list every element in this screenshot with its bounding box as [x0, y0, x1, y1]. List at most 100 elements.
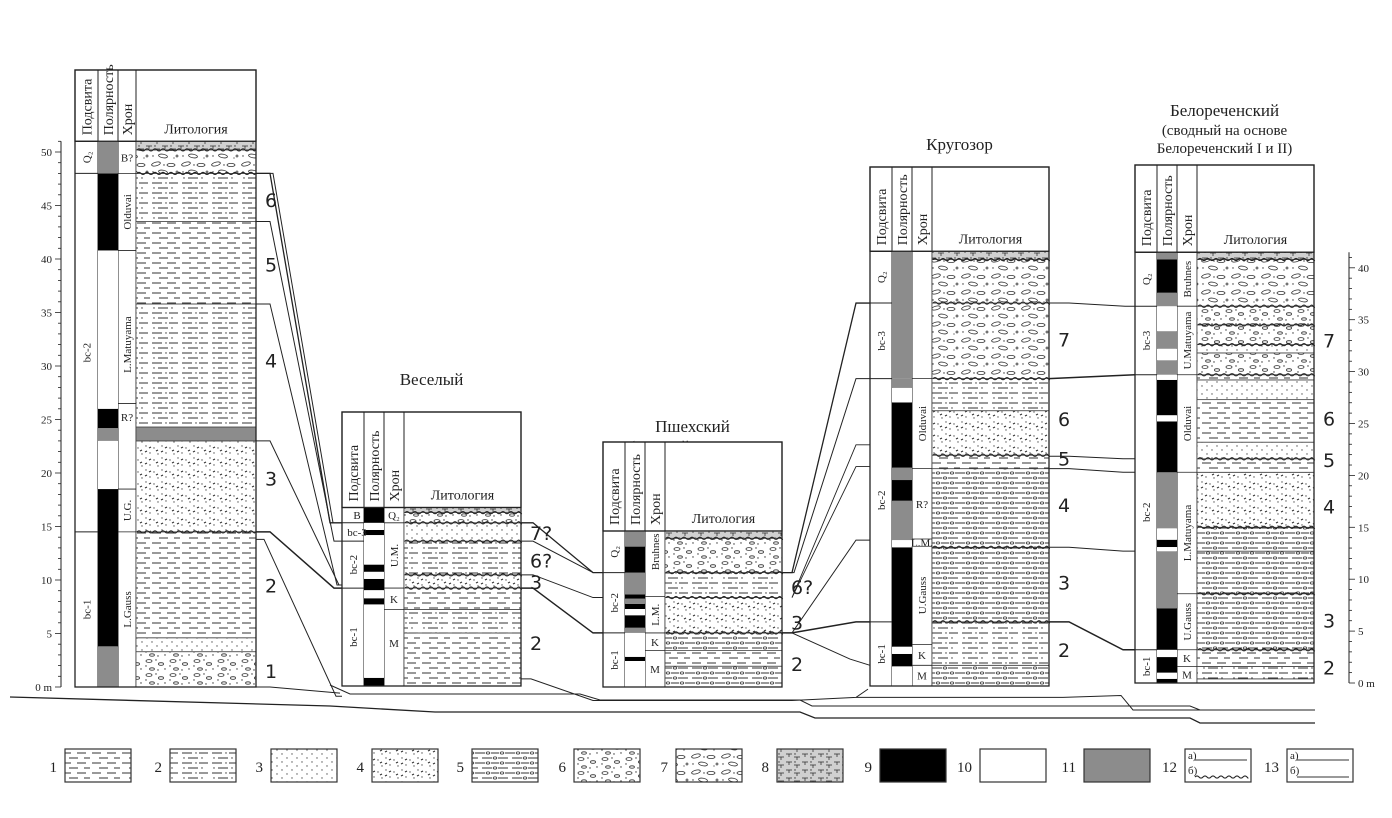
lithology-bed: [135, 440, 257, 533]
polarity-reversed: [1157, 547, 1177, 552]
polarity-reversed: [892, 646, 912, 654]
erosional-contact: [136, 171, 256, 176]
erosional-contact: [404, 510, 523, 515]
legend-number: 11: [1062, 760, 1076, 776]
header-lithology: Литология: [164, 122, 228, 137]
erosional-contact: [1197, 304, 1316, 308]
column-shpil: ШпильПодсвитаПолярностьХронЛитологияbc-1…: [35, 64, 277, 694]
legend-swatch: [776, 748, 844, 783]
correlation-line: [256, 538, 342, 697]
legend-swatch: [371, 748, 439, 783]
scale-tick-label: 35: [1358, 315, 1370, 327]
scale-tick-label: 25: [1358, 419, 1370, 431]
scale-tick-label: 20: [1358, 470, 1370, 482]
erosional-contact: [1197, 342, 1316, 347]
correlation-line: [782, 378, 870, 574]
column-frame: [602, 441, 783, 688]
subsuite-label: bc-1: [609, 650, 621, 670]
legend-number: 6: [559, 760, 567, 776]
legend-number: 3: [256, 760, 264, 776]
polarity-normal: [892, 653, 912, 667]
polarity-reversed: [1157, 374, 1177, 380]
polarity-normal: [625, 615, 645, 628]
correlation-line: [521, 574, 603, 599]
correlation-line: [521, 587, 603, 634]
lithology-bed: [931, 302, 1050, 380]
lithology-bed: [1196, 665, 1315, 680]
column-frame: [869, 166, 1050, 687]
scale-tick-label: 30: [41, 361, 53, 373]
lithology-bed: [664, 597, 783, 634]
lithology-bed: [135, 303, 257, 428]
erosional-contact: [665, 570, 784, 575]
unit-number: 2: [530, 633, 542, 655]
polarity-undetermined: [1157, 252, 1177, 260]
polarity-undetermined: [98, 141, 118, 174]
correlation-line: [791, 466, 870, 598]
header-lithology: Литология: [1224, 233, 1288, 248]
correlation-line: [791, 444, 870, 598]
erosional-contact: [665, 536, 784, 540]
header-polarity: Полярность: [368, 431, 383, 502]
correlation-line: [1049, 302, 1135, 307]
legend-number: 2: [155, 760, 163, 776]
subsuite-label: B: [353, 510, 360, 522]
correlation-line: [1049, 455, 1135, 460]
subsuite-label: bc-3: [876, 331, 888, 351]
polarity-normal: [625, 656, 645, 661]
lithology-bed: [1196, 441, 1315, 460]
chron-label: Olduvai: [1182, 406, 1194, 441]
legend-swatch: [573, 748, 641, 783]
correlation-line: [256, 221, 342, 542]
polarity-normal: [364, 507, 384, 523]
polarity-normal: [364, 598, 384, 605]
subsuite-label: Q₂: [1141, 273, 1153, 285]
chron-label: K: [651, 637, 659, 649]
header-chron: Хрон: [121, 103, 136, 135]
header-chron: Хрон: [649, 493, 664, 525]
unit-number: 5: [1058, 448, 1070, 470]
correlation-line: [256, 172, 334, 523]
legend-item-12: 12а)б): [1162, 748, 1252, 783]
polarity-undetermined: [892, 500, 912, 541]
column-frame: [341, 411, 522, 687]
column-frame: [1134, 164, 1315, 684]
column-subtitle: (сводный на основе: [1162, 123, 1288, 139]
scale-tick-label: 5: [1358, 626, 1364, 638]
scale-tick-label: 0 m: [1358, 678, 1375, 690]
lithology-bed: [1196, 259, 1315, 307]
erosional-contact: [136, 148, 256, 152]
unit-number: 3: [530, 572, 542, 594]
legend-number: 8: [762, 760, 770, 776]
erosional-contact: [932, 453, 1051, 457]
polarity-normal: [364, 677, 384, 686]
lithology-bed: [931, 259, 1050, 304]
subsuite-label: Q₂: [876, 271, 888, 283]
erosional-contact: [404, 573, 523, 577]
correlation-line: [1049, 468, 1135, 473]
chron-label: U.Gauss: [917, 577, 929, 615]
header-polarity: Полярность: [629, 454, 644, 525]
erosional-contact: [932, 545, 1051, 549]
chron-label: U.G.: [122, 500, 134, 522]
subsuite-label: bc-2: [348, 555, 360, 575]
correlation-line: [521, 522, 603, 574]
polarity-undetermined: [892, 251, 912, 379]
correlation-line: [256, 686, 341, 694]
legend-number: 13: [1264, 760, 1279, 776]
lithology-bed: [135, 531, 257, 639]
lithology-bed: [1196, 399, 1315, 443]
lithology-bed: [1196, 344, 1315, 354]
polarity-reversed: [1157, 306, 1177, 332]
polarity-undetermined: [1157, 331, 1177, 349]
polarity-normal: [892, 547, 912, 647]
erosional-contact: [665, 631, 784, 635]
scale-tick-label: 15: [1358, 522, 1370, 534]
polarity-reversed: [625, 609, 645, 616]
polarity-reversed: [364, 522, 384, 530]
lithology-bed: [403, 574, 522, 589]
columns: ШпильПодсвитаПолярностьХронЛитологияbc-1…: [35, 64, 1375, 694]
correlation-line: [256, 440, 340, 586]
